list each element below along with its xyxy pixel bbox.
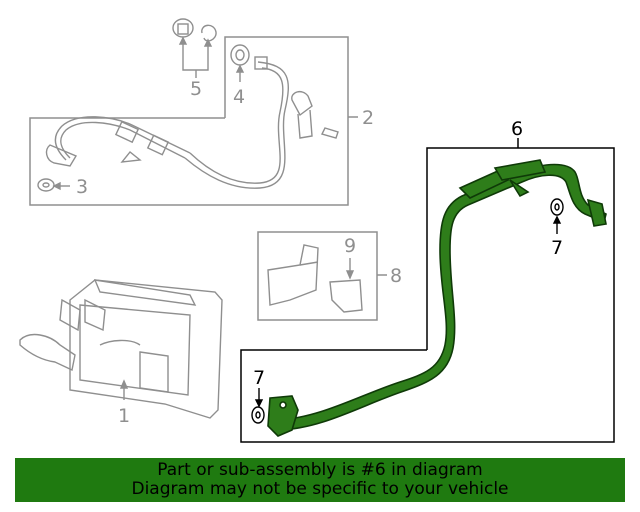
callout-3: 3 — [76, 176, 88, 198]
callout-4: 4 — [233, 86, 245, 108]
oil-cooler — [19, 279, 223, 419]
cooler-pipe-6 — [267, 159, 607, 437]
cooler-hose-assembly — [45, 56, 289, 189]
part-notice-banner: Part or sub-assembly is #6 in diagram Di… — [15, 458, 625, 502]
banner-line-1: Part or sub-assembly is #6 in diagram — [157, 460, 483, 480]
callout-1: 1 — [118, 405, 130, 427]
parts-diagram: 1 2 3 4 5 6 7 7 8 9 — [19, 18, 615, 443]
assembly-2-frame — [29, 36, 358, 206]
washer-7-lower — [251, 388, 265, 424]
callout-5: 5 — [190, 78, 202, 100]
hose-bracket — [291, 90, 339, 139]
callout-9: 9 — [344, 235, 356, 257]
callout-8: 8 — [390, 265, 402, 287]
clip-5 — [172, 18, 217, 78]
washer-3 — [37, 178, 70, 192]
callout-2: 2 — [362, 107, 374, 129]
assembly-8-frame — [257, 231, 387, 321]
washer-7-upper — [550, 198, 564, 234]
banner-line-2: Diagram may not be specific to your vehi… — [131, 479, 509, 499]
callout-6: 6 — [511, 118, 523, 140]
fitting-4 — [230, 44, 250, 82]
callout-7-upper: 7 — [551, 237, 563, 259]
assembly-6-frame — [240, 138, 615, 443]
callout-7-lower: 7 — [253, 367, 265, 389]
mount-bracket — [267, 244, 363, 313]
